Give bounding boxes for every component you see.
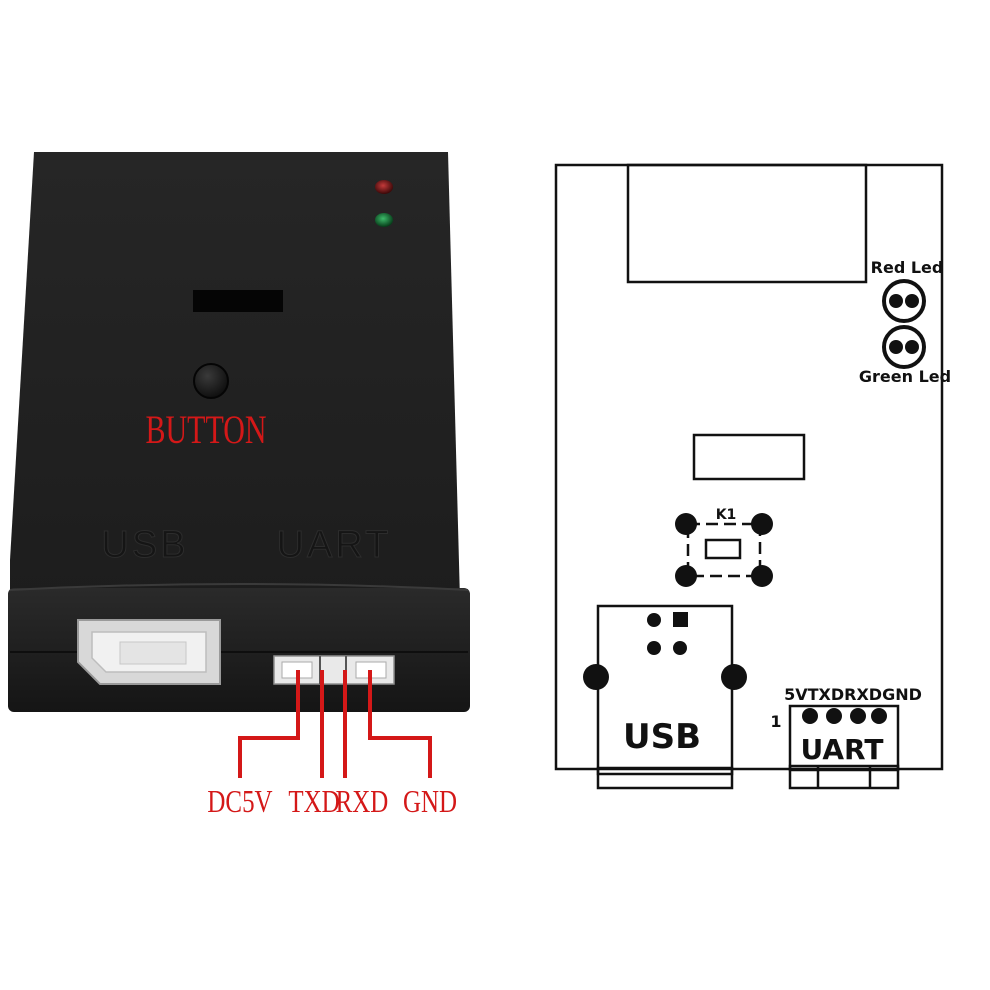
pin-label-txd: TXD: [288, 784, 339, 820]
pin-leader-lines: [238, 670, 432, 778]
usb-footprint-icon: [583, 604, 747, 790]
push-button[interactable]: [193, 363, 229, 399]
red-led-label: Red Led: [871, 258, 944, 277]
uart-footprint-icon: [788, 704, 900, 790]
green-led-label: Green Led: [859, 367, 951, 386]
uart-pcb-label: UART: [801, 733, 884, 766]
switch-k1-icon: [675, 513, 773, 587]
display-slot: [193, 290, 283, 312]
red-led-footprint-icon: [882, 279, 926, 323]
pin-label-dc5v: DC5V: [207, 784, 272, 820]
top-module: [626, 163, 868, 284]
uart-pins-label: 5VTXDRXDGND: [784, 685, 922, 704]
green-led-footprint-icon: [882, 325, 926, 369]
uart-connector-icon: [273, 655, 395, 685]
pin-one-label: 1: [770, 712, 781, 731]
device-top-face: [10, 152, 460, 600]
usb-b-port-icon: [77, 619, 221, 685]
switch-k1-label: K1: [716, 507, 737, 523]
pcb-schematic: [554, 163, 944, 790]
mid-component: [692, 433, 806, 481]
green-led-icon: [375, 213, 393, 227]
usb-pcb-label: USB: [623, 717, 701, 757]
pin-label-gnd: GND: [403, 784, 457, 820]
pcb-outline: [554, 163, 944, 771]
uart-embossed-label: UART: [277, 524, 392, 566]
pin-label-rxd: RXD: [336, 784, 389, 820]
red-led-icon: [375, 180, 393, 194]
button-label: BUTTON: [145, 407, 266, 452]
usb-embossed-label: USB: [101, 524, 188, 566]
device-photo: BUTTON USB UART DC5V TXD RXD GND: [8, 152, 470, 820]
